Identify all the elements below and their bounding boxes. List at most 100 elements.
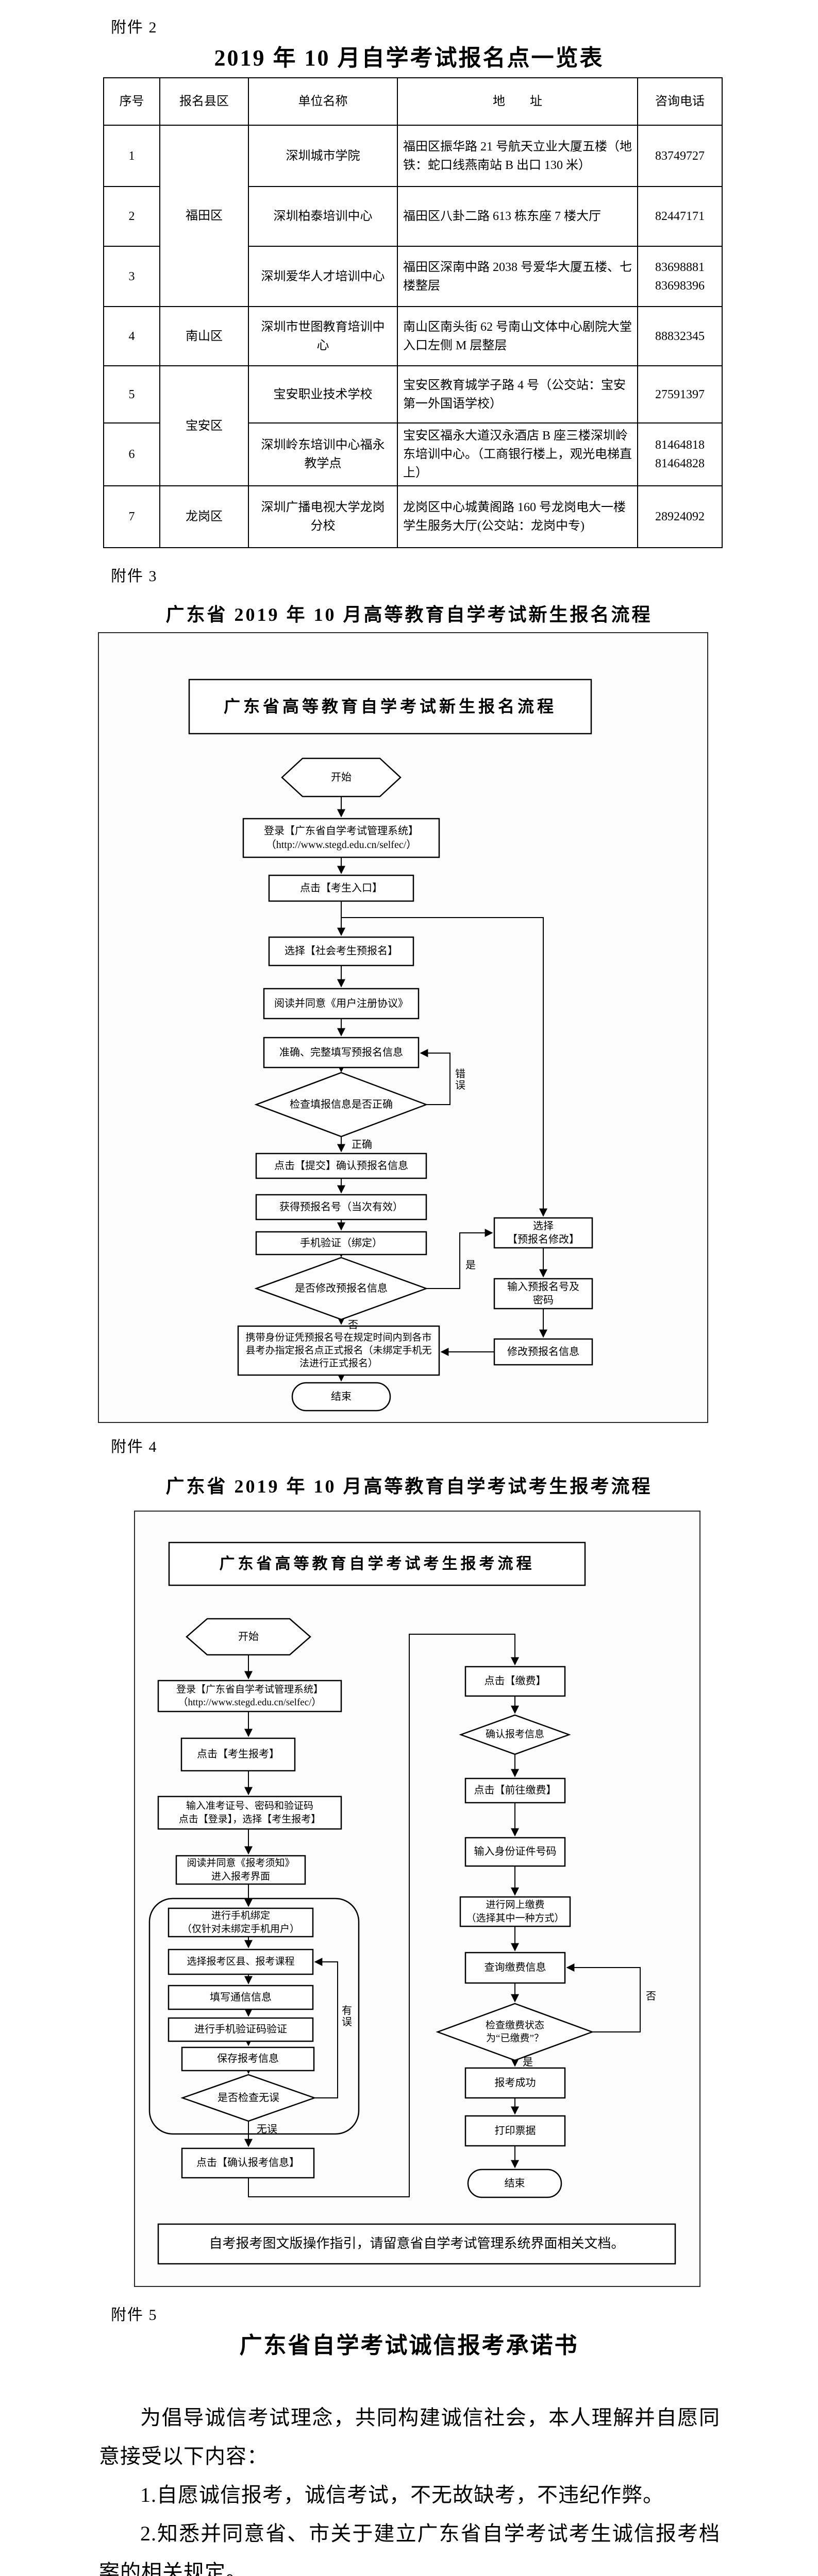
cell-phone: 27591397	[637, 365, 723, 423]
attachment2-label: 附件 2	[111, 19, 158, 36]
save-info-node: 保存报考信息	[217, 2053, 279, 2065]
commitment-item-2: 2.知悉并同意省、市关于建立广东省自学考试考生诚信报考档案的相关规定。	[99, 2522, 720, 2576]
end-node: 结束	[504, 2177, 525, 2189]
flowchart1-page-title: 广东省 2019 年 10 月高等教育自学考试新生报名流程	[165, 604, 653, 625]
header-district: 报名县区	[159, 77, 249, 126]
attachment4-label: 附件 4	[111, 1438, 158, 1455]
check-error-decision: 是否检查无误	[218, 2092, 279, 2104]
start-node: 开始	[238, 1631, 259, 1642]
confirm-exam-info-decision: 确认报考信息	[485, 1729, 544, 1740]
table-row: 6 深圳岭东培训中心福永教学点 宝安区福永大道汉永酒店 B 座三楼深圳岭东培训中…	[103, 422, 723, 486]
cell-no: 3	[103, 246, 160, 307]
modify-info-node: 修改预报名信息	[507, 1346, 579, 1358]
cell-address: 福田区八卦二路 613 栋东座 7 楼大厅	[397, 186, 638, 247]
flowchart2-diagram	[148, 1541, 676, 2265]
commitment-body: 为倡导诚信考试理念，共同构建诚信社会，本人理解并自愿同意接受以下内容： 1.自愿…	[99, 2398, 720, 2576]
input-credentials-node: 输入准考证号、密码和验证码 点击【登录】，选择【考生报考】	[178, 1801, 321, 1825]
attachment5-label: 附件 5	[111, 2307, 158, 2324]
login-system-node: 登录【广东省自学考试管理系统】 （http://www.stegd.edu.cn…	[264, 825, 419, 851]
commitment-item-1: 1.自愿诚信报考，诚信考试，不无故缺考，不违纪作弊。	[140, 2483, 664, 2506]
cell-no: 6	[103, 422, 160, 486]
flowchart2-page-title: 广东省 2019 年 10 月高等教育自学考试考生报考流程	[165, 1476, 653, 1497]
formal-registration-node: 携带身份证凭预报名号在规定时间内到各市 县考办指定报名点正式报名（未绑定手机无 …	[245, 1332, 432, 1369]
cell-phone: 83698881 83698396	[637, 246, 723, 307]
table-row: 5 宝安区 宝安职业技术学校 宝安区教育城学子路 4 号（公交站：宝安第一外国语…	[103, 365, 723, 486]
cell-no: 1	[103, 125, 160, 187]
cell-phone: 81464818 81464828	[637, 422, 723, 486]
check-paid-decision: 检查缴费状态 为“已缴费”？	[485, 2020, 544, 2044]
cell-unit: 深圳广播电视大学龙岗分校	[248, 485, 398, 548]
login-system-node: 登录【广东省自学考试管理系统】 （http://www.stegd.edu.cn…	[176, 1684, 323, 1708]
edge-label-right: 正确	[352, 1139, 372, 1150]
cell-no: 2	[103, 186, 160, 247]
edge-label-error: 有 误	[342, 2005, 352, 2028]
click-pay-node: 点击【缴费】	[484, 1675, 546, 1687]
cell-address: 宝安区福永大道汉永酒店 B 座三楼深圳岭东培训中心。（工商银行楼上，观光电梯直上…	[397, 422, 638, 486]
commitment-paragraph: 为倡导诚信考试理念，共同构建诚信社会，本人理解并自愿同意接受以下内容：	[99, 2406, 720, 2468]
flowchart1-new-student-registration: 广东省高等教育自学考试新生报名流程 开始 登录【广东省自学考试管理系统】 （ht…	[98, 632, 708, 1423]
edge-label-wrong: 错 误	[455, 1069, 465, 1091]
query-pay-node: 查询缴费信息	[484, 1962, 546, 1974]
select-modify-node: 选择 【预报名修改】	[507, 1220, 579, 1245]
cell-unit: 深圳城市学院	[248, 125, 398, 187]
comm-info-node: 填写通信信息	[210, 1991, 272, 2003]
input-number-node: 输入预报名号及 密码	[507, 1281, 579, 1306]
modify-decision: 是否修改预报名信息	[295, 1282, 388, 1294]
cell-district: 龙岗区	[159, 485, 249, 548]
success-node: 报考成功	[494, 2077, 536, 2089]
cell-address: 福田区深南中路 2038 号爱华大厦五楼、七楼整层	[397, 246, 638, 307]
cell-unit: 深圳岭东培训中心福永教学点	[248, 422, 398, 486]
cell-phone: 28924092	[637, 485, 723, 548]
click-register-node: 点击【考生报考】	[197, 1749, 279, 1760]
flowchart2-chart-title: 广东省高等教育自学考试考生报考流程	[219, 1555, 535, 1572]
edge-label-ok: 无误	[257, 2124, 277, 2135]
sms-verify-node: 进行手机验证码验证	[194, 2024, 287, 2036]
phone-verify-node: 手机验证（绑定）	[300, 1237, 382, 1249]
cell-no: 5	[103, 365, 160, 423]
cell-address: 南山区南头街 62 号南山文体中心剧院大堂入口左侧 M 层整层	[397, 306, 638, 366]
table-header-row: 序号 报名县区 单位名称 地 址 咨询电话	[103, 77, 723, 126]
start-node: 开始	[331, 772, 352, 784]
attachment3-label: 附件 3	[111, 568, 158, 585]
cell-district: 宝安区	[159, 365, 249, 486]
read-notice-node: 阅读并同意《报考须知》 进入报考界面	[187, 1858, 295, 1882]
header-address: 地 址	[397, 77, 638, 126]
print-receipt-node: 打印票据	[494, 2125, 536, 2137]
commitment-title: 广东省自学考试诚信报考承诺书	[239, 2333, 579, 2358]
check-info-decision: 检查填报信息是否正确	[290, 1098, 393, 1110]
end-node: 结束	[331, 1391, 352, 1402]
cell-unit: 深圳爱华人才培训中心	[248, 246, 398, 307]
table1-title: 2019 年 10 月自学考试报名点一览表	[214, 45, 604, 71]
fill-info-node: 准确、完整填写预报名信息	[279, 1046, 403, 1058]
go-pay-node: 点击【前往缴费】	[474, 1785, 557, 1797]
table-row: 3 深圳爱华人才培训中心 福田区深南中路 2038 号爱华大厦五楼、七楼整层 8…	[103, 246, 723, 307]
get-number-node: 获得预报名号（当次有效）	[279, 1201, 403, 1213]
cell-address: 福田区振华路 21 号航天立业大厦五楼（地铁：蛇口线燕南站 B 出口 130 米…	[397, 125, 638, 187]
table-row: 2 深圳柏泰培训中心 福田区八卦二路 613 栋东座 7 楼大厅 8244717…	[103, 186, 723, 247]
header-phone: 咨询电话	[637, 77, 723, 126]
submit-node: 点击【提交】确认预报名信息	[274, 1160, 408, 1172]
cell-unit: 深圳市世图教育培训中心	[248, 306, 398, 366]
edge-label-no: 否	[348, 1319, 358, 1331]
candidate-entry-node: 点击【考生入口】	[300, 882, 382, 894]
cell-district: 福田区	[159, 125, 249, 307]
edge-label-yes: 是	[465, 1260, 476, 1271]
table-row: 7 龙岗区 深圳广播电视大学龙岗分校 龙岗区中心城黄阁路 160 号龙岗电大一楼…	[103, 485, 723, 548]
select-course-node: 选择报考区县、报考课程	[187, 1956, 295, 1968]
cell-unit: 深圳柏泰培训中心	[248, 186, 398, 247]
input-id-node: 输入身份证件号码	[474, 1846, 557, 1858]
cell-no: 4	[103, 306, 160, 366]
header-unit: 单位名称	[248, 77, 398, 126]
flowchart2-candidate-exam-registration: 广东省高等教育自学考试考生报考流程 开始 登录【广东省自学考试管理系统】 （ht…	[134, 1511, 700, 2287]
flowchart1-diagram	[188, 679, 593, 1412]
cell-no: 7	[103, 485, 160, 548]
cell-phone: 83749727	[637, 125, 723, 187]
table-row: 1 福田区 深圳城市学院 福田区振华路 21 号航天立业大厦五楼（地铁：蛇口线燕…	[103, 125, 723, 307]
cell-phone: 82447171	[637, 186, 723, 247]
agree-protocol-node: 阅读并同意《用户注册协议》	[274, 997, 408, 1009]
flowchart1-chart-title: 广东省高等教育自学考试新生报名流程	[223, 697, 557, 716]
choose-preregistration-node: 选择【社会考生预报名】	[285, 945, 398, 957]
cell-district: 南山区	[159, 306, 249, 366]
cell-address: 龙岗区中心城黄阁路 160 号龙岗电大一楼学生服务大厅(公交站：龙岗中专)	[397, 485, 638, 548]
